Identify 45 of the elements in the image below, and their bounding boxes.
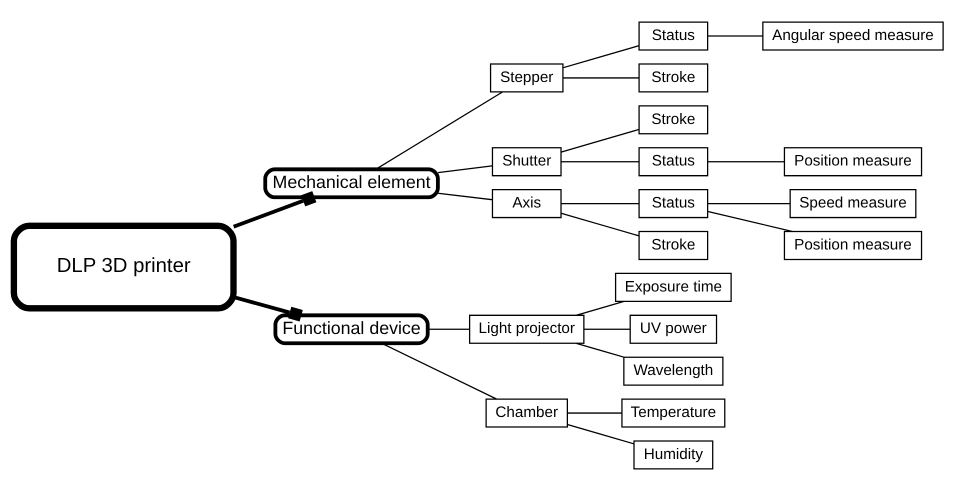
- connector: [584, 328, 630, 330]
- node-box: Chamber: [485, 398, 568, 428]
- connector: [708, 160, 784, 162]
- connector: [561, 202, 639, 204]
- node-box: Status: [638, 188, 708, 218]
- node-box: Temperature: [621, 398, 726, 428]
- connector: [567, 412, 622, 414]
- connector: [563, 76, 639, 78]
- node-box: Shutter: [492, 146, 562, 176]
- connector: [560, 212, 639, 236]
- node-box: Position measure: [784, 146, 922, 176]
- node-box: Mechanical element: [263, 166, 440, 199]
- connector: [233, 190, 316, 228]
- connector: [428, 328, 470, 330]
- node-box: UV power: [630, 314, 718, 344]
- node-box: Angular speed measure: [762, 20, 944, 50]
- node-box: Status: [638, 20, 708, 50]
- node-box: Axis: [492, 188, 562, 218]
- node-box: Humidity: [633, 440, 714, 470]
- connector: [560, 128, 639, 152]
- connector: [708, 202, 790, 204]
- connector: [438, 192, 492, 200]
- connector: [381, 342, 497, 400]
- node-box: Functional device: [273, 312, 430, 345]
- connector: [561, 160, 639, 162]
- connector: [708, 34, 763, 36]
- connector: [438, 164, 492, 173]
- connector: [567, 423, 634, 444]
- connector: [233, 294, 303, 321]
- node-box: DLP 3D printer: [10, 222, 237, 312]
- node-box: Status: [638, 146, 708, 176]
- node-box: Stroke: [638, 62, 708, 92]
- connector: [576, 342, 624, 358]
- node-box: Position measure: [784, 230, 922, 260]
- connector: [576, 300, 624, 316]
- connector: [708, 210, 793, 232]
- node-box: Light projector: [468, 314, 584, 344]
- node-box: Stroke: [638, 104, 708, 134]
- node-box: Speed measure: [790, 188, 916, 218]
- connector: [375, 90, 503, 170]
- node-box: Stepper: [490, 62, 564, 92]
- connector: [563, 44, 639, 68]
- node-box: Stroke: [638, 230, 708, 260]
- node-box: Wavelength: [623, 356, 724, 386]
- node-box: Exposure time: [614, 272, 732, 302]
